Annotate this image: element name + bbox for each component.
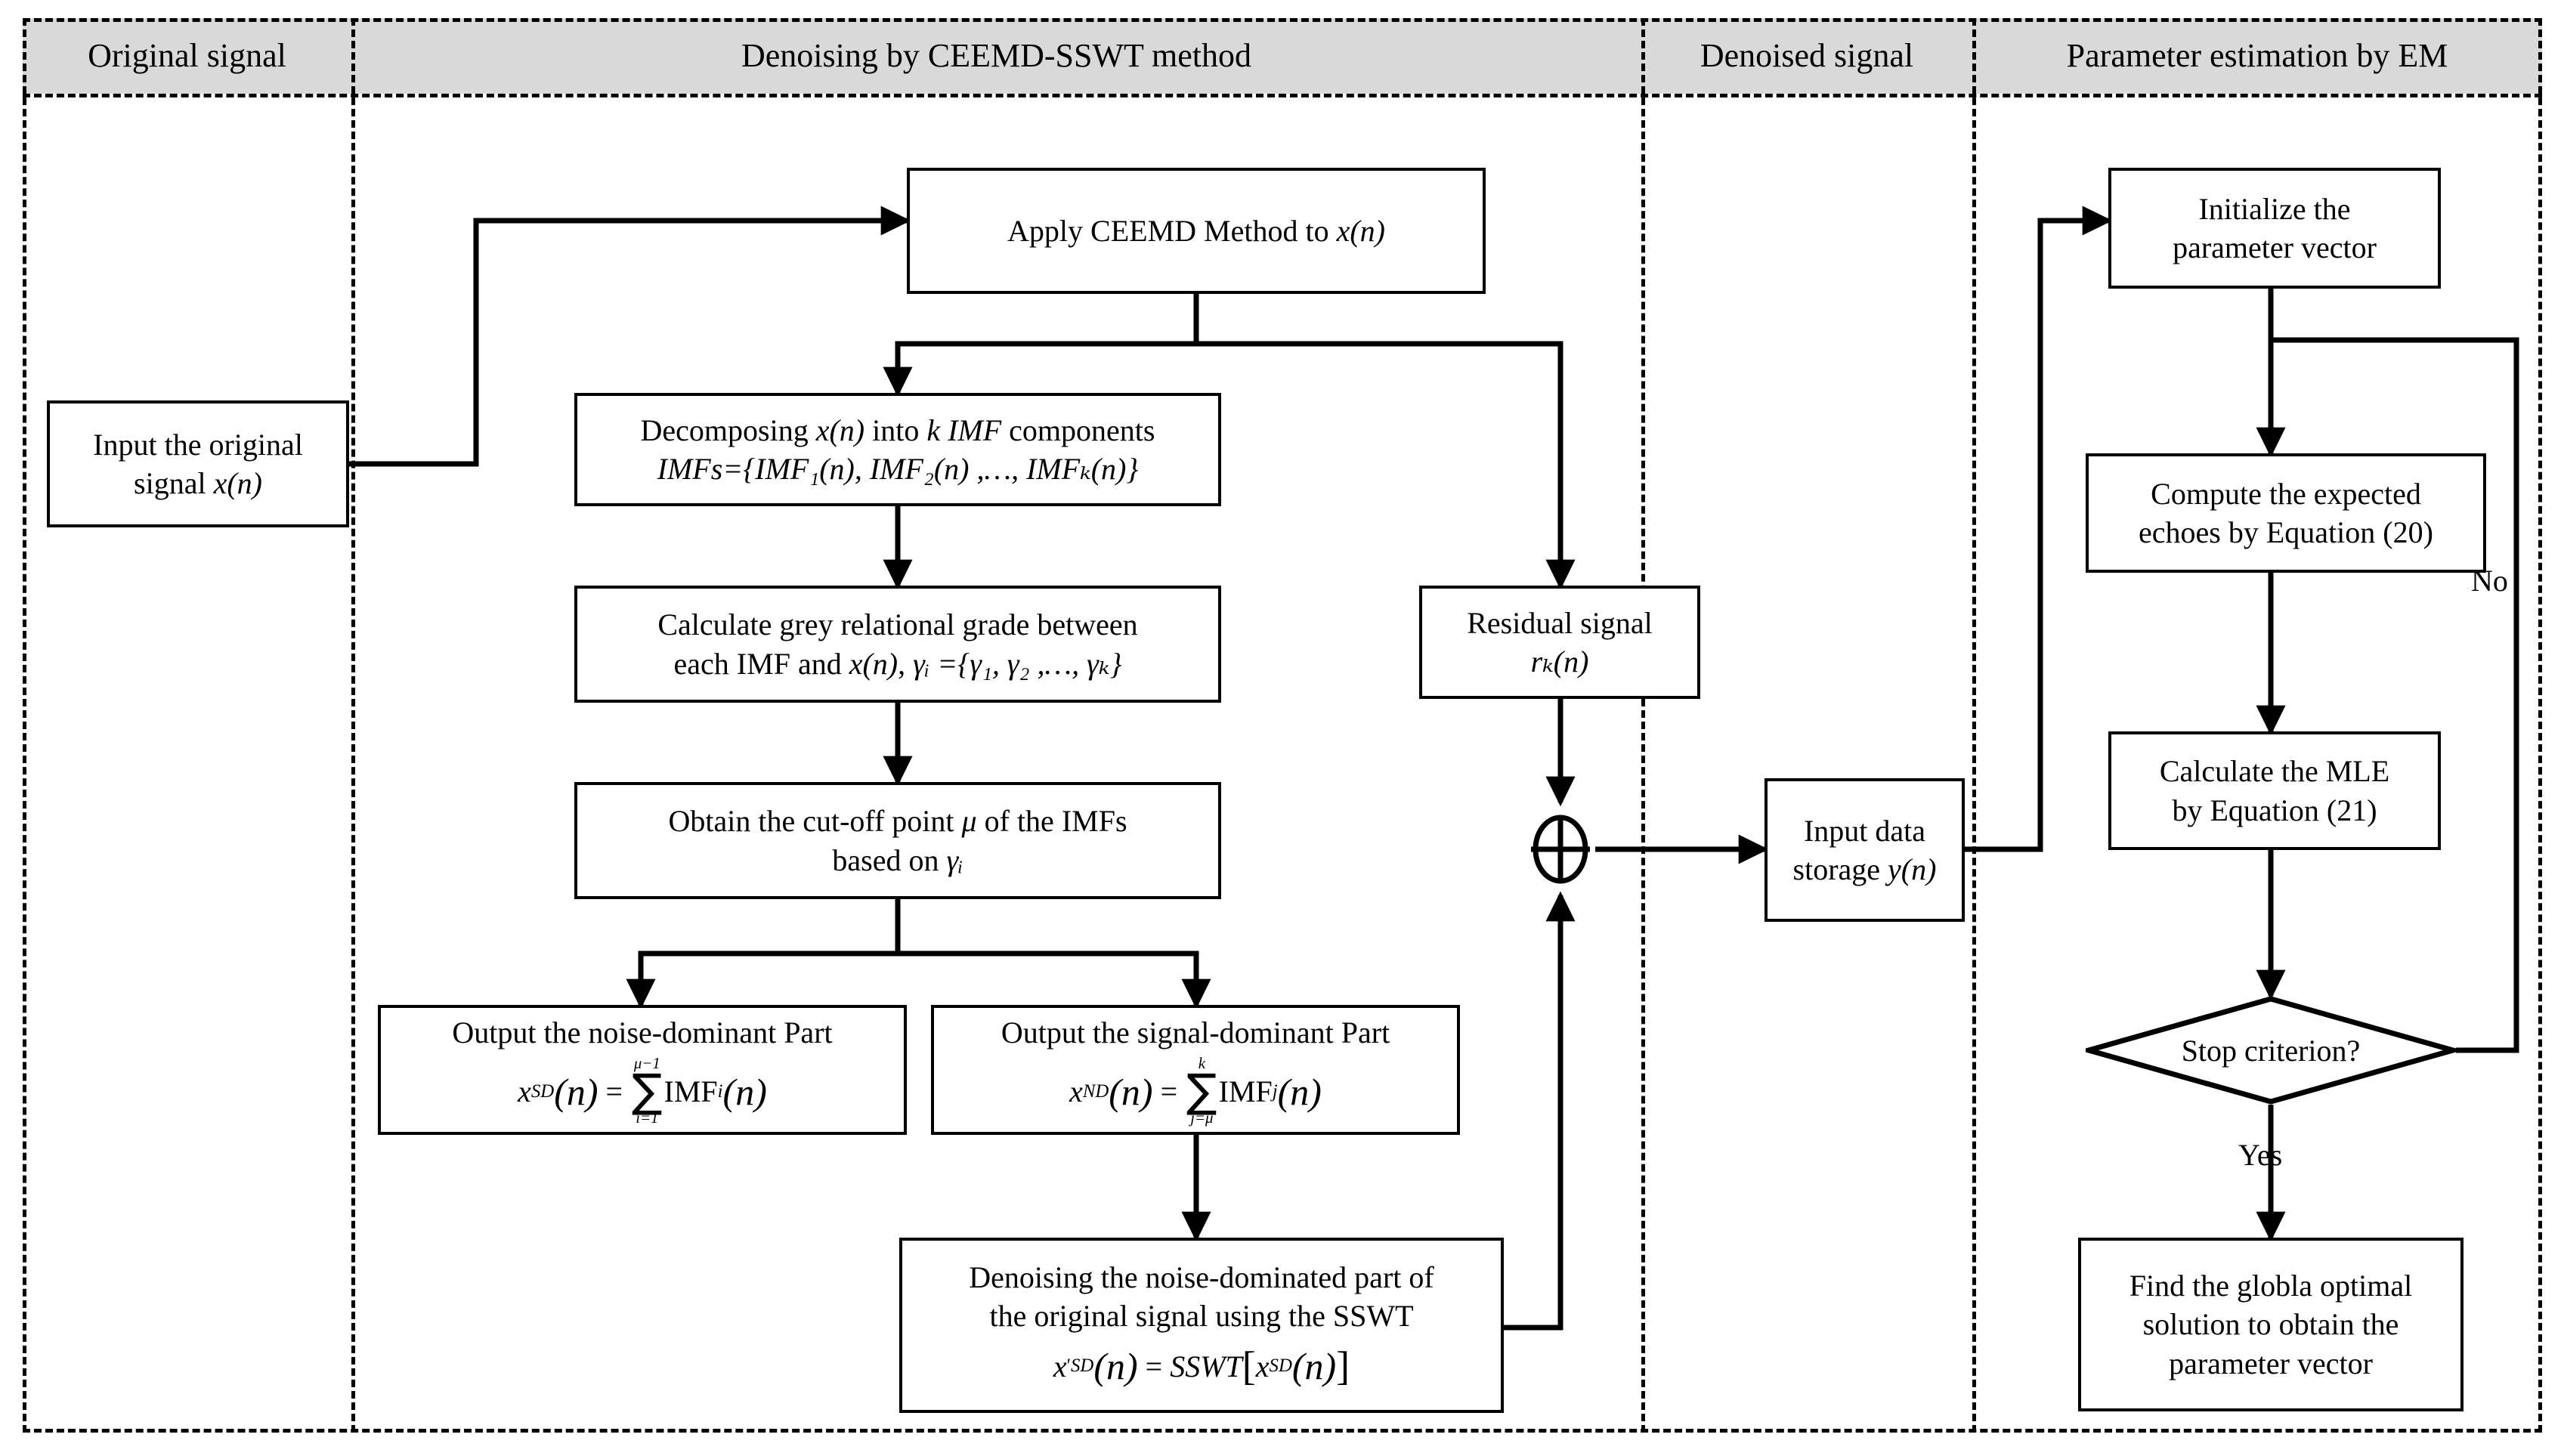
node-line: Denoising the noise-dominated part of [969,1260,1434,1295]
node-line: Output the noise-dominant Part [452,1015,833,1050]
node-line: Stop criterion? [2181,1033,2361,1068]
lane-header-divider [23,94,2542,97]
node-line: Find the globla optimal [2129,1269,2413,1303]
lane-divider-1 [351,18,355,1433]
summation-operator[interactable] [1526,815,1595,884]
node-decompose-imf[interactable]: Decomposing x(n) into k IMF components I… [574,393,1221,506]
lane-title-parameter-estimation: Parameter estimation by EM [2066,37,2448,74]
node-line: the original signal using the SSWT [989,1299,1414,1334]
edge-label-yes: Yes [2238,1138,2283,1172]
node-line: based on γᵢ [832,842,963,877]
node-line: signal x(n) [134,466,262,500]
lane-header-band [23,18,2542,94]
node-line: Compute the expected [2151,476,2421,511]
node-line: parameter vector [2173,230,2377,264]
node-input-data-storage[interactable]: Input data storage y(n) [1764,778,1965,922]
node-line: echoes by Equation (20) [2139,515,2433,549]
node-line: Calculate grey relational grade between [657,607,1138,642]
node-line: IMFs={IMF₁(n), IMF₂(n) ,…, IMFₖ(n)} [657,452,1139,486]
node-line: Initialize the [2198,191,2351,226]
node-line: solution to obtain the [2142,1307,2399,1342]
node-line: Input data [1803,813,1926,848]
node-compute-expected-echoes[interactable]: Compute the expected echoes by Equation … [2086,453,2486,573]
node-line: rₖ(n) [1530,645,1589,679]
node-cutoff-point[interactable]: Obtain the cut-off point μ of the IMFs b… [574,782,1221,899]
node-stop-criterion[interactable]: Stop criterion? [2086,996,2456,1105]
node-apply-ceemd[interactable]: Apply CEEMD Method to x(n) [907,168,1486,294]
node-find-optimal-solution[interactable]: Find the globla optimal solution to obta… [2078,1238,2463,1411]
node-line: by Equation (21) [2172,793,2377,827]
node-line: each IMF and x(n), γᵢ ={γ₁, γ₂ ,…, γₖ} [673,646,1122,681]
node-calculate-mle[interactable]: Calculate the MLE by Equation (21) [2108,731,2441,850]
node-line: Output the signal-dominant Part [1001,1015,1390,1050]
node-residual-signal[interactable]: Residual signal rₖ(n) [1419,586,1700,699]
node-line: Calculate the MLE [2159,754,2390,789]
node-input-original-signal[interactable]: Input the original signal x(n) [47,400,349,527]
node-initialize-parameter-vector[interactable]: Initialize the parameter vector [2108,168,2441,289]
node-line: parameter vector [2169,1346,2373,1380]
node-line: Residual signal [1467,605,1653,640]
diagram-border [23,18,2542,1433]
node-line: Decomposing x(n) into k IMF components [640,413,1155,447]
lane-title-original-signal: Original signal [88,37,286,74]
lane-title-denoised-signal: Denoised signal [1700,37,1914,74]
lane-divider-2 [1641,18,1645,1433]
node-line: Input the original [93,427,303,462]
node-sswt-denoise[interactable]: Denoising the noise-dominated part of th… [899,1238,1504,1413]
node-line: Obtain the cut-off point μ of the IMFs [668,804,1127,839]
node-line: Apply CEEMD Method to x(n) [1007,213,1385,248]
edge-label-no: No [2471,564,2508,598]
lane-title-denoising: Denoising by CEEMD-SSWT method [741,37,1252,74]
node-grey-relational-grade[interactable]: Calculate grey relational grade between … [574,586,1221,703]
node-line: storage y(n) [1792,852,1937,886]
